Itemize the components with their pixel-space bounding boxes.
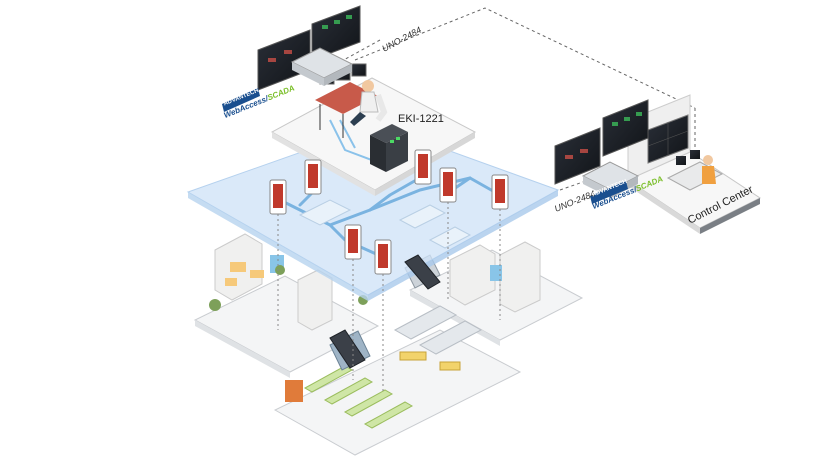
uno-top-group bbox=[222, 5, 361, 112]
uno-right-group bbox=[554, 99, 649, 204]
signage-screen-1 bbox=[269, 179, 287, 215]
signage-screen-6 bbox=[344, 224, 362, 260]
signage-screen-7 bbox=[374, 239, 392, 275]
dashed-link-top-to-control bbox=[354, 7, 696, 109]
brand-badge-top bbox=[222, 88, 260, 112]
dashed-link-uno-top bbox=[339, 39, 381, 63]
screen-drop-lines bbox=[277, 202, 501, 392]
uno-2484-device-top-icon bbox=[290, 47, 354, 86]
control-center-platform bbox=[626, 94, 762, 234]
signage-screen-4 bbox=[439, 167, 457, 203]
label-uno-top: UNO-2484 bbox=[380, 25, 423, 54]
signage-screens bbox=[269, 149, 509, 275]
operator-person bbox=[350, 80, 388, 126]
brand-badge-right bbox=[590, 181, 628, 204]
signage-screen-5 bbox=[491, 174, 509, 210]
signage-screen-2 bbox=[304, 159, 322, 195]
eki-1221-switch-icon bbox=[370, 124, 408, 172]
dashed-link-uno-right bbox=[559, 175, 601, 191]
label-eki-1221: EKI-1221 bbox=[398, 113, 444, 125]
escalators bbox=[329, 254, 441, 369]
signage-screen-3 bbox=[414, 149, 432, 185]
